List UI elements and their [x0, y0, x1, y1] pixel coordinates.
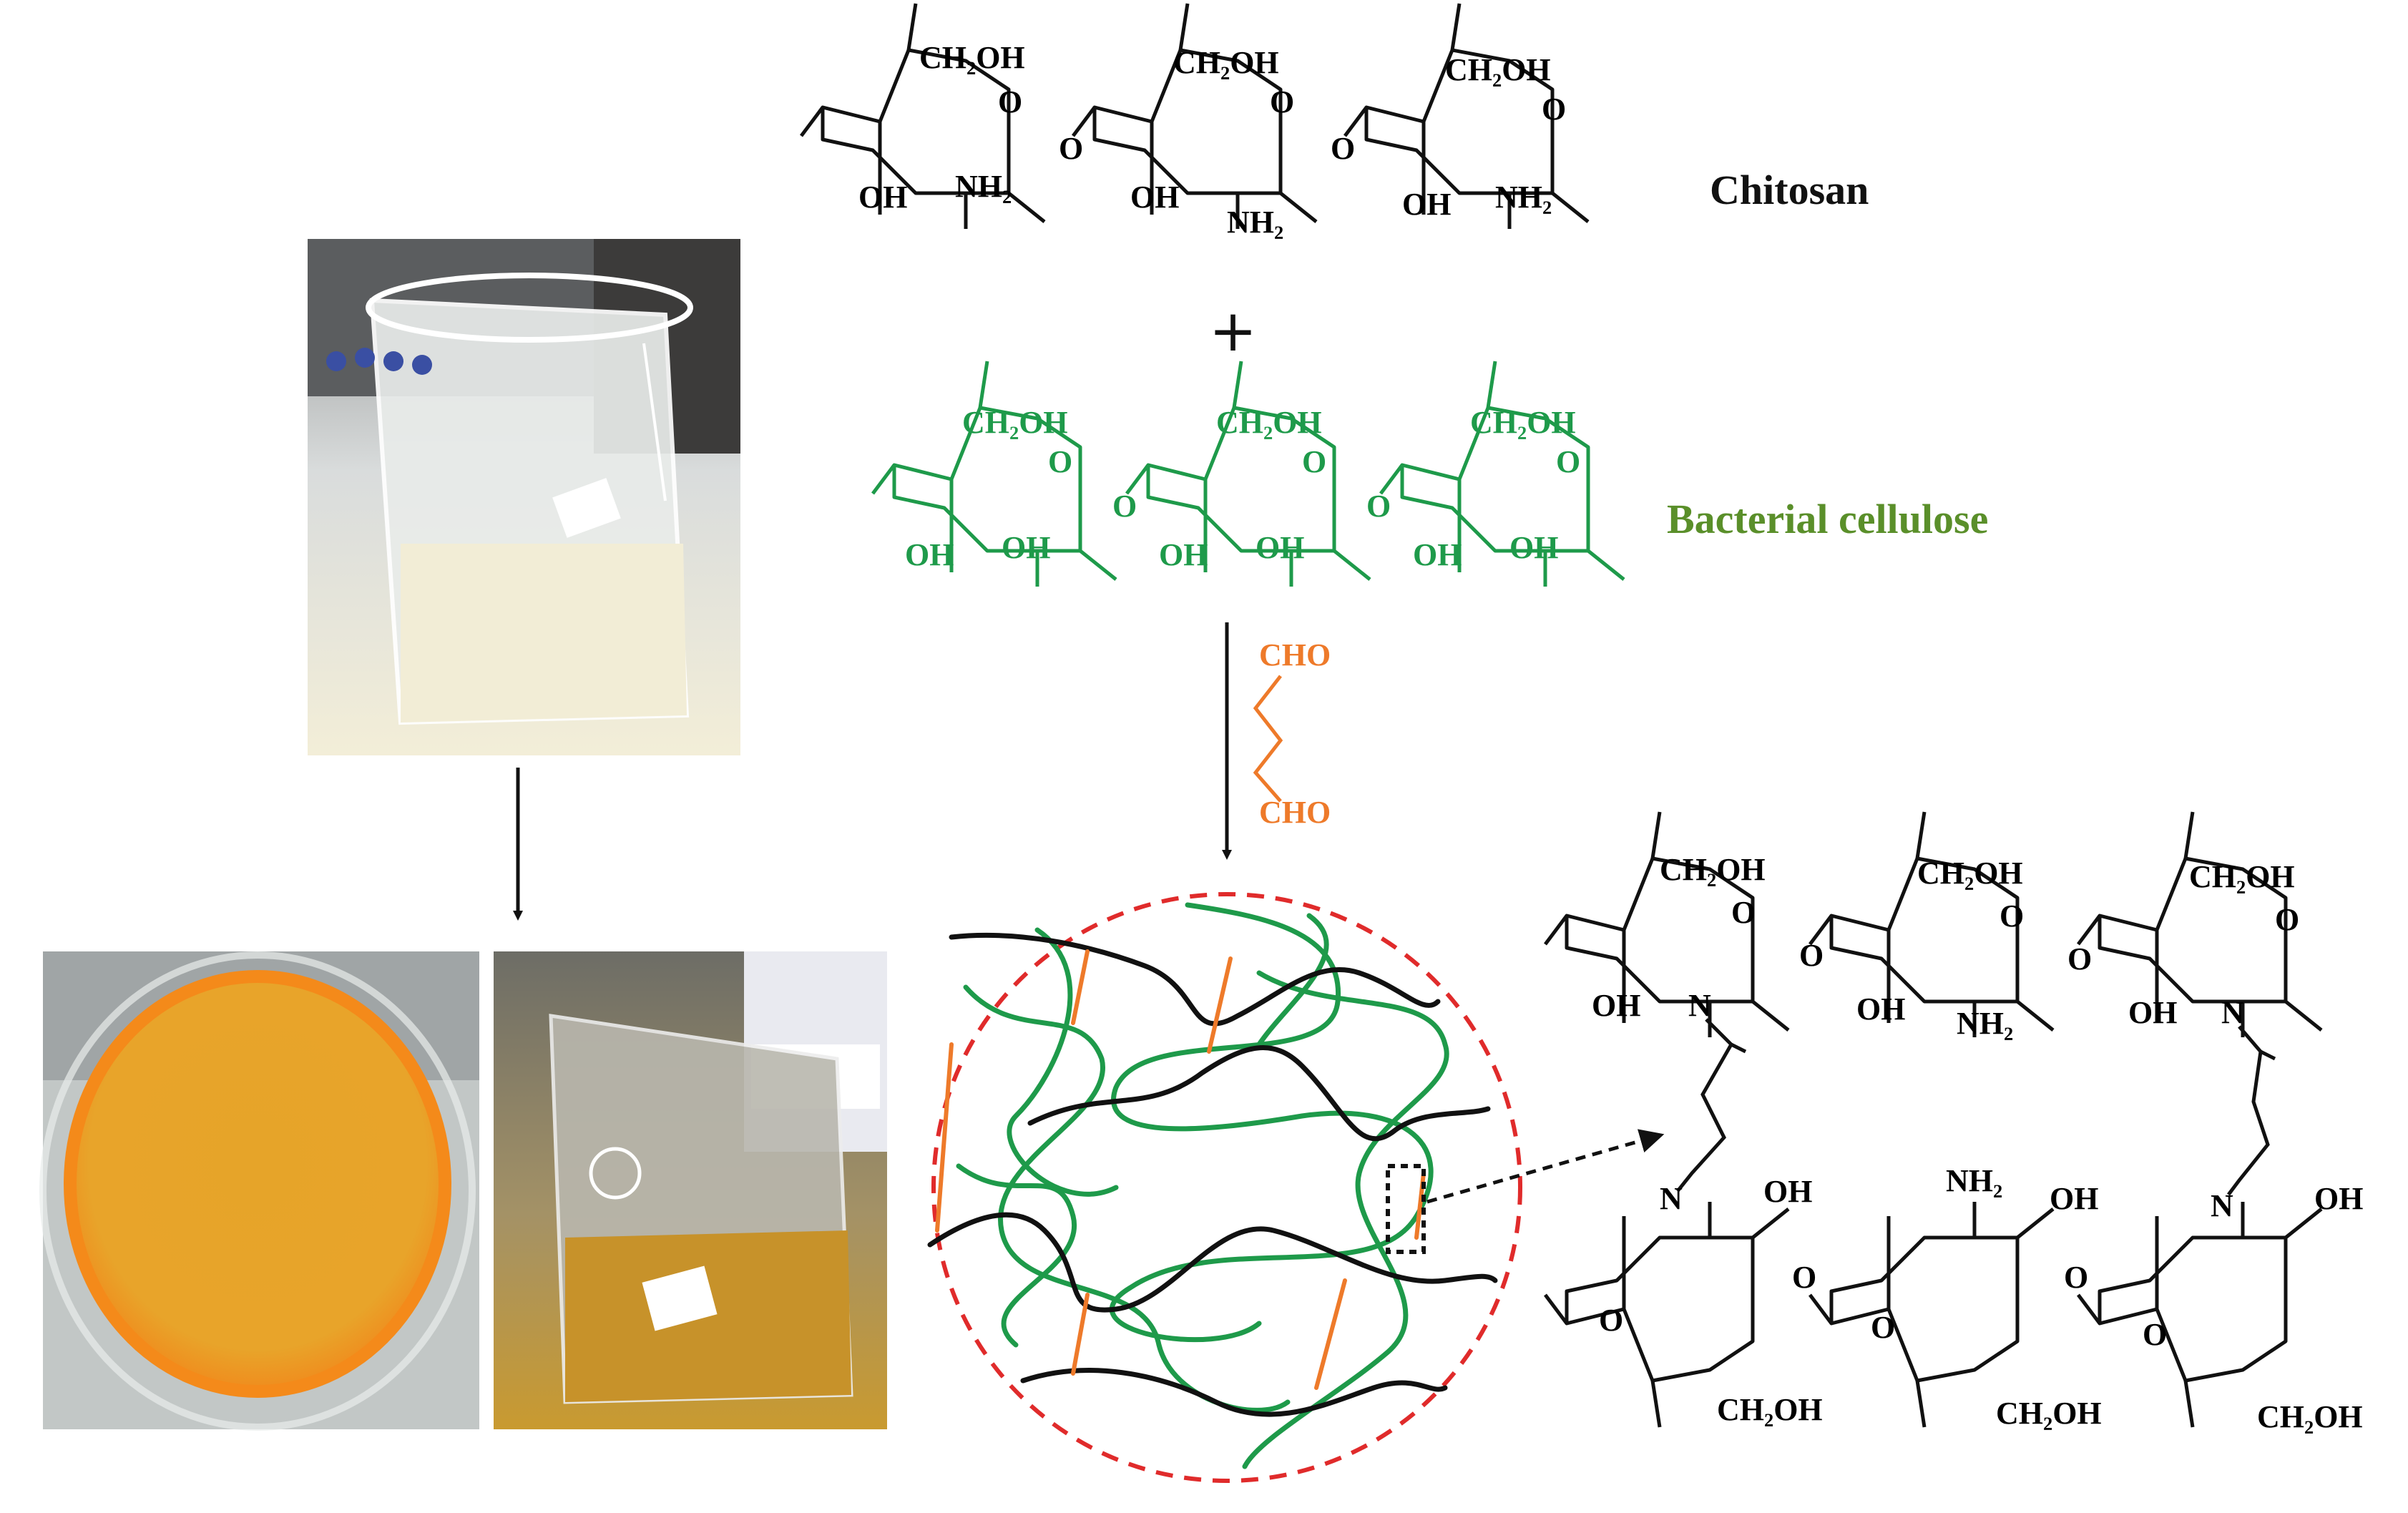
hydroxyl-group: OH [2050, 1181, 2098, 1216]
network-boundary [931, 892, 1522, 1483]
beaker-photo [308, 239, 740, 755]
amino-group: NH₂ [1946, 1163, 2002, 1198]
hydroxyl-group: OH [2128, 995, 2177, 1030]
hydroxyl-group: OH [905, 537, 954, 572]
hydroxyl-group: OH [1509, 530, 1558, 565]
bacterial-cellulose-structure: O O O O O CH₂OH CH₂OH CH₂OH OH OH OH OH … [873, 361, 1624, 587]
hydroxyl-group: OH [1130, 180, 1179, 215]
glycosidic-oxygen: O [1331, 131, 1355, 166]
glycosidic-oxygen: O [2064, 1260, 2088, 1295]
crosslinked-network [927, 892, 1522, 1483]
crosslinked-product-structure: O O O O O CH₂OH CH₂OH CH₂OH OH N OH NH₂ … [1545, 812, 2363, 1434]
petri-dish-photo [39, 951, 479, 1431]
ch2oh-group: CH₂OH [1996, 1396, 2102, 1431]
cellulose-fibers [956, 902, 1449, 1469]
ch2oh-group: CH₂OH [2189, 859, 2295, 894]
ch2oh-group: CH₂OH [1445, 52, 1551, 87]
imine-nitrogen: N [2221, 995, 2244, 1030]
ch2oh-group: CH₂OH [1173, 45, 1279, 80]
hydroxyl-group: OH [1856, 991, 1905, 1027]
glycosidic-oxygen: O [1792, 1260, 1816, 1295]
aldehyde-group: CHO [1259, 637, 1331, 672]
ch2oh-group: CH₂OH [1470, 405, 1576, 440]
ring-oxygen: O [1542, 92, 1566, 127]
ring-oxygen: O [2000, 899, 2024, 934]
ch2oh-group: CH₂OH [1660, 852, 1766, 887]
zoom-box [1386, 1164, 1426, 1254]
glycosidic-oxygen: O [1112, 489, 1137, 524]
ring-oxygen: O [1871, 1310, 1895, 1345]
glycosidic-oxygen: O [1059, 131, 1083, 166]
ch2oh-group: CH₂OH [1917, 856, 2023, 891]
ring-oxygen: O [1302, 444, 1326, 479]
ch2oh-group: CH₂OH [2257, 1399, 2363, 1434]
ring-oxygen: O [1731, 895, 1756, 930]
ch2oh-group: CH₂OH [1717, 1392, 1823, 1427]
ring-oxygen: O [998, 84, 1022, 119]
hydroxyl-group: OH [1256, 530, 1304, 565]
imine-nitrogen: N [1688, 988, 1711, 1023]
ring-oxygen: O [1270, 84, 1294, 119]
amino-group: NH₂ [1495, 180, 1552, 215]
glycosidic-oxygen: O [1366, 489, 1391, 524]
glycosidic-oxygen: O [1799, 938, 1824, 973]
ring-oxygen: O [1048, 444, 1072, 479]
ring-oxygen: O [1556, 444, 1580, 479]
plus-sign: + [1209, 298, 1257, 364]
amino-group: NH₂ [1227, 205, 1283, 240]
ring-oxygen: O [2143, 1317, 2167, 1352]
amber-beaker-photo [494, 951, 887, 1429]
hydroxyl-group: OH [2314, 1181, 2363, 1216]
ring-oxygen: O [2275, 902, 2299, 937]
ch2oh-group: CH₂OH [962, 405, 1068, 440]
chitosan-label: Chitosan [1710, 167, 1869, 213]
aldehyde-group: CHO [1259, 795, 1331, 830]
hydroxyl-group: OH [1002, 530, 1050, 565]
imine-nitrogen: N [1660, 1181, 1683, 1216]
hydroxyl-group: OH [1592, 988, 1640, 1023]
hydroxyl-group: OH [1763, 1174, 1812, 1209]
hydroxyl-group: OH [1159, 537, 1208, 572]
amino-group: NH₂ [955, 169, 1012, 204]
chitosan-structure: O O O O O CH₂OH CH₂OH CH₂OH OH NH₂ OH NH… [801, 4, 1588, 240]
glycosidic-oxygen: O [2067, 941, 2092, 976]
glutaraldehyde-structure: CHO CHO [1253, 637, 1331, 830]
hydroxyl-group: OH [1413, 537, 1462, 572]
amino-group: NH₂ [1957, 1006, 2013, 1041]
ch2oh-group: CH₂OH [919, 40, 1025, 75]
glutaraldehyde-crosslinks [935, 949, 1426, 1390]
bacterial-cellulose-label: Bacterial cellulose [1667, 496, 1988, 542]
chitosan-chains [927, 932, 1498, 1417]
hydroxyl-group: OH [858, 180, 907, 215]
zoom-arrow [1426, 1129, 1665, 1204]
imine-nitrogen: N [2211, 1188, 2233, 1223]
ring-oxygen: O [1599, 1303, 1623, 1338]
ch2oh-group: CH₂OH [1216, 405, 1322, 440]
hydroxyl-group: OH [1402, 187, 1451, 222]
